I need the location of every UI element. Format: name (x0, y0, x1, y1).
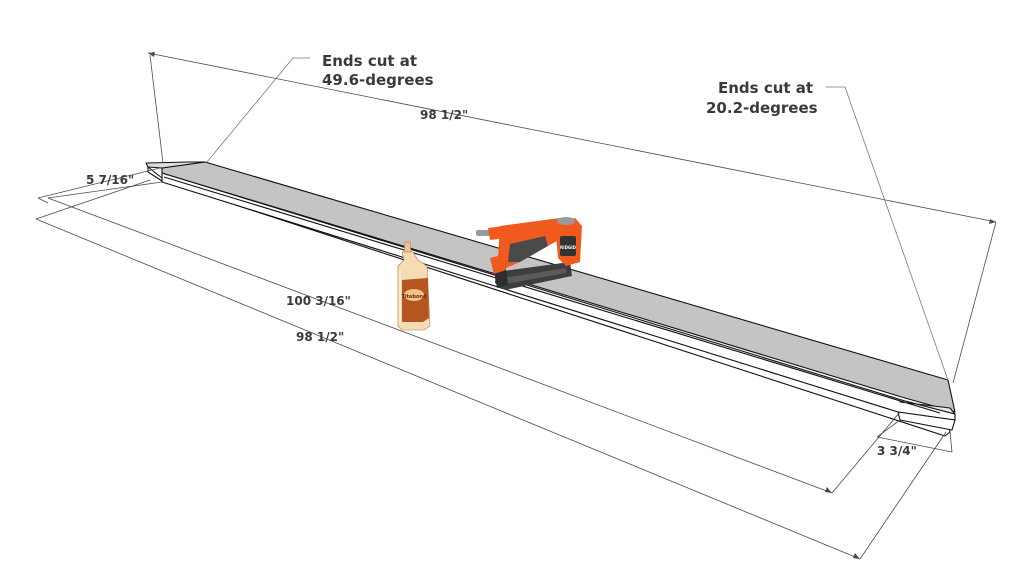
left-end-line1: Ends cut at (322, 52, 417, 70)
board-left-end (145, 161, 206, 169)
left-end-line2: 49.6-degrees (322, 71, 434, 89)
trim-board (145, 161, 956, 437)
brad-nailer: RIDGID (476, 217, 582, 290)
dim-bottom-length: 98 1/2" (296, 330, 344, 344)
right-end-line2: 20.2-degrees (706, 99, 818, 117)
wood-glue-bottle: Titebond (397, 241, 431, 331)
note-leaders (206, 57, 949, 381)
dimension-labels: 98 1/2" 5 7/16" 100 3/16" 98 1/2" 3 3/4" (86, 108, 917, 458)
dim-width: 5 7/16" (86, 173, 134, 187)
board-face-groove (163, 176, 941, 414)
board-bottom-tab (897, 411, 956, 431)
dimension-lines (35, 52, 997, 560)
dim-middle-length: 100 3/16" (286, 294, 351, 308)
annotation-left-end: Ends cut at 49.6-degrees (322, 52, 434, 89)
annotation-right-end: Ends cut at 20.2-degrees (706, 79, 818, 117)
board-top-face (161, 161, 956, 413)
right-end-line1: Ends cut at (718, 79, 813, 97)
board-right-end (899, 400, 956, 415)
dim-top-length: 98 1/2" (420, 108, 468, 122)
nailer-brand-text: RIDGID (560, 245, 577, 250)
dim-depth: 3 3/4" (877, 444, 917, 458)
nailer-badge (560, 236, 576, 256)
glue-brand-text: Titebond (401, 294, 426, 300)
